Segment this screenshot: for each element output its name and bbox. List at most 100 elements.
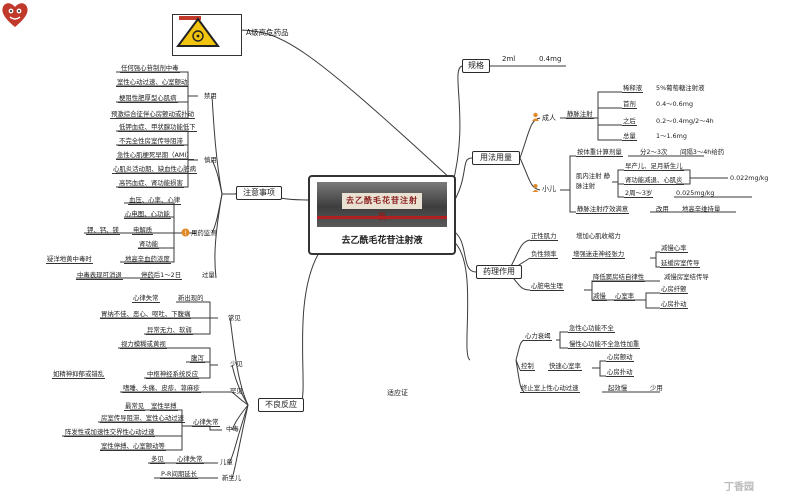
adult-after-label: 之后 xyxy=(622,117,637,126)
tox-item-0: 最常见 xyxy=(124,402,146,411)
child-label: 小儿 xyxy=(542,185,556,193)
ep-label: 心脏电生理 xyxy=(530,282,564,291)
very-rare-label: 罕见 xyxy=(230,387,243,395)
high-alert-label: A级高危药品 xyxy=(246,28,289,37)
stop-label: 过量 xyxy=(202,271,215,279)
adverse-box: 不良反应 xyxy=(258,398,304,412)
center-topic: 去乙酰毛花苷注射液 去乙酰毛花苷注射液 xyxy=(308,175,456,255)
indication-label: 适应证 xyxy=(387,389,408,397)
svg-text:!: ! xyxy=(184,230,186,237)
child-twoweeks: 2周～3岁 xyxy=(624,189,654,198)
svt-b: 少用 xyxy=(650,384,663,392)
child-divided: 分2～3次 xyxy=(640,148,668,156)
child-dose2: 0.025mg/kg xyxy=(676,189,715,197)
rare-item-2: 中枢神经系统反应 xyxy=(146,370,200,379)
adult-label: 成人 xyxy=(542,114,556,122)
chrono-label: 负性频率 xyxy=(530,250,558,259)
adult-route: 静脉注射 xyxy=(566,110,594,119)
child-maint-a: 改用 xyxy=(656,205,669,213)
tox-item-2: 房室传导阻滞、室性心动过速 xyxy=(100,414,186,423)
contra-item-1: 室性心动过速、心室颤动 xyxy=(116,78,189,87)
child-maint-label: 静脉注射疗效满意 xyxy=(576,205,630,214)
monitor-item-1: 心电图、心功能 xyxy=(124,210,171,219)
ep-b: 减慢 xyxy=(592,292,607,301)
common-item-3: 异常无力、软弱 xyxy=(146,326,193,335)
center-title: 去乙酰毛花苷注射液 xyxy=(341,236,423,246)
monitor-label: 用药监测 xyxy=(191,229,217,237)
ctrl-c: 心房扑动 xyxy=(606,368,634,377)
monitor-item-0: 血压、心率、心律 xyxy=(128,196,182,205)
child-adv-a: 多见 xyxy=(150,455,165,464)
spec-box: 规格 xyxy=(462,59,490,73)
common-label: 常见 xyxy=(228,314,241,322)
inotropic: 增加心肌收缩力 xyxy=(576,232,621,240)
warning-icon xyxy=(173,15,223,49)
careful-item-4: 高钙血症、肾功能损害 xyxy=(118,179,184,188)
child-dose1: 0.022mg/kg xyxy=(730,174,769,182)
adult-icon xyxy=(532,112,539,121)
adult-diluent: 5%葡萄糖注射液 xyxy=(656,84,705,92)
rare-item-3: 如精神抑郁或错乱 xyxy=(52,370,106,379)
rare-item-1: 腹泻 xyxy=(190,354,205,363)
spec-dose: 0.4mg xyxy=(539,55,562,63)
tox-arrhythmia: 心律失常 xyxy=(192,418,220,427)
ep-d: 心房纤颤 xyxy=(660,285,688,294)
monitor-icon: ! xyxy=(181,228,190,237)
child-adv-b: 心律失常 xyxy=(176,455,204,464)
adult-first: 0.4～0.6mg xyxy=(656,100,693,108)
monitor-item-5: 地高辛血药浓度 xyxy=(124,255,171,264)
child-icon xyxy=(532,184,539,192)
child-adv-label: 儿童 xyxy=(220,458,233,466)
package-label: 去乙酰毛花苷注射液 xyxy=(342,193,422,221)
svt-label: 终止室上性心动过速 xyxy=(520,384,580,393)
ep-a2: 减慢房室结传导 xyxy=(664,273,709,281)
child-preterm: 早产儿、足月新生儿 xyxy=(624,162,684,171)
child-renal: 肾功能减退、心肌炎 xyxy=(624,176,684,185)
common-item-0: 心律失常 xyxy=(132,294,160,303)
heart-mascot-icon xyxy=(2,3,28,27)
rare-label: 少见 xyxy=(230,360,243,368)
neo-item: P-R间期延长 xyxy=(160,470,199,479)
monitor-item-3: 电解质 xyxy=(132,226,154,235)
cautions-box: 注意事项 xyxy=(236,186,282,200)
warning-sign xyxy=(172,14,242,56)
careful-item-3: 心肌炎活动期、缺血性心脏病 xyxy=(112,165,198,174)
drug-package-image: 去乙酰毛花苷注射液 xyxy=(317,182,447,227)
child-interval: 间隔3～4h给药 xyxy=(680,148,725,156)
tox-item-4: 室性停搏、心室颤动等 xyxy=(100,442,166,451)
stop-note: 中毒表现可消退 xyxy=(76,271,123,280)
contra-label: 禁用 xyxy=(204,92,217,100)
adult-after: 0.2～0.4mg/2～4h xyxy=(656,117,714,125)
ctrl-label: 控制 xyxy=(520,362,535,371)
ep-a: 降低窦房结自律性 xyxy=(592,273,646,282)
adult-total: 1～1.6mg xyxy=(656,132,687,140)
adult-total-label: 总量 xyxy=(622,132,637,141)
action-box: 药理作用 xyxy=(476,265,522,279)
child-maint-b: 地高辛维持量 xyxy=(682,205,721,213)
svt-a: 起效慢 xyxy=(608,384,628,392)
contra-item-0: 任何强心苷制剂中毒 xyxy=(120,64,180,73)
spec-volume: 2ml xyxy=(502,55,516,63)
careful-item-0: 低钾血症、甲状腺功能低下 xyxy=(118,123,197,132)
package-stripe xyxy=(317,216,447,219)
common-item-1: 新出现的 xyxy=(178,294,204,302)
contra-item-2: 梗阻性肥厚型心肌病 xyxy=(118,94,178,103)
careful-label: 慎用 xyxy=(204,156,217,164)
monitor-note: 疑洋地黄中毒时 xyxy=(46,255,93,264)
tox-label: 中毒 xyxy=(226,425,239,433)
ep-e: 心房扑动 xyxy=(660,300,688,309)
inotropic-label: 正性肌力 xyxy=(530,232,558,241)
watermark: 丁香园 xyxy=(724,482,754,493)
rare-item-0: 视力模糊或黄视 xyxy=(120,340,167,349)
monitor-item-2: 钾、钙、镁 xyxy=(86,226,120,235)
monitor-item-4: 肾功能 xyxy=(138,240,160,249)
careful-item-1: 不完全性房室传导阻滞 xyxy=(118,137,184,146)
usage-box: 用法用量 xyxy=(472,151,520,165)
tox-item-1: 室性早搏 xyxy=(150,402,178,411)
very-rare: 嗜睡、头痛、皮疹、荨麻疹 xyxy=(122,384,201,393)
neo-label: 新生儿 xyxy=(222,474,242,482)
slow-av: 延缓房室传导 xyxy=(660,259,701,268)
chrono: 增强迷走神经张力 xyxy=(572,250,626,259)
